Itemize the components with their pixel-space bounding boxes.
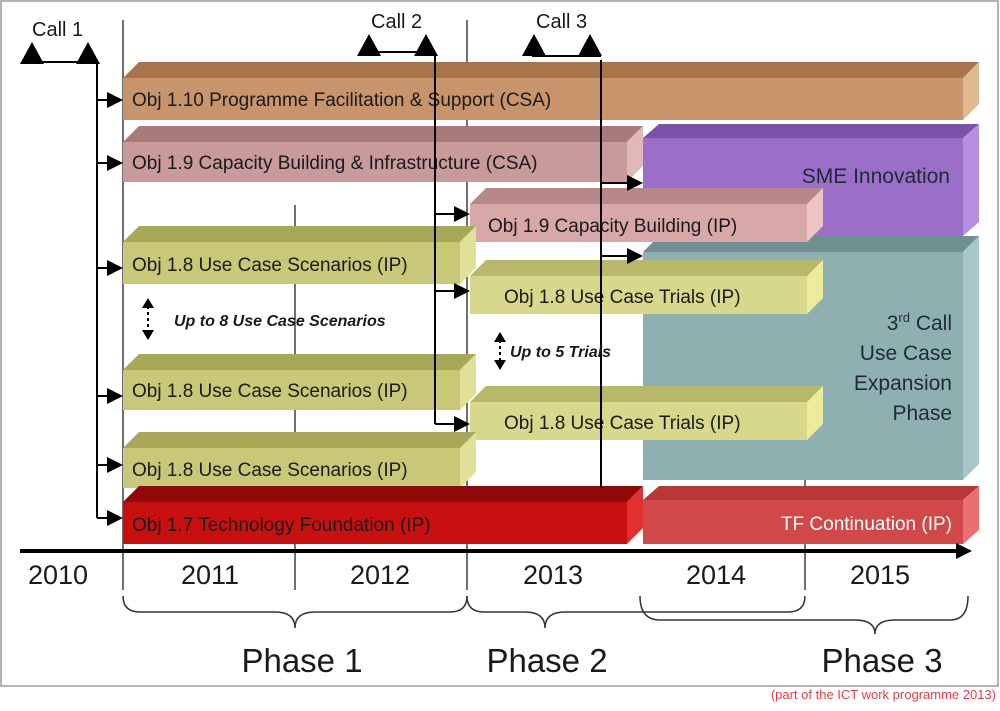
year-label: 2014	[686, 560, 746, 590]
bar-label: Obj 1.8 Use Case Trials (IP)	[504, 413, 741, 434]
expansion-line-3: Expansion	[854, 372, 952, 395]
call-1-marker: Call 1	[20, 19, 100, 64]
time-axis	[20, 543, 972, 559]
frame	[0, 0, 999, 687]
triangle-icon	[578, 34, 602, 56]
bar-label: Obj 1.8 Use Case Scenarios (IP)	[132, 255, 408, 276]
expansion-line-1: 3rd Call	[887, 310, 952, 335]
bar-obj-1-9-csa: Obj 1.9 Capacity Building & Infrastructu…	[123, 126, 643, 182]
bar-trials-2: Obj 1.8 Use Case Trials (IP)	[470, 386, 823, 440]
phase-braces	[122, 595, 969, 635]
bar-label: Obj 1.8 Use Case Scenarios (IP)	[132, 460, 408, 481]
year-label: 2010	[28, 560, 88, 590]
scenarios-note: Up to 8 Use Case Scenarios	[142, 298, 386, 340]
triangle-icon	[522, 34, 546, 56]
bar-label: Obj 1.7 Technology Foundation (IP)	[132, 515, 431, 536]
arrow-right-icon	[956, 543, 972, 559]
expansion-line-4: Phase	[892, 402, 952, 425]
call-1-connectors	[28, 61, 123, 526]
phase-label: Phase 1	[241, 642, 362, 679]
phase-labels: Phase 1 Phase 2 Phase 3	[241, 642, 942, 679]
arrow-down-icon	[142, 330, 154, 340]
bar-obj-1-10: Obj 1.10 Programme Facilitation & Suppor…	[123, 62, 979, 120]
bar-scenarios-2: Obj 1.8 Use Case Scenarios (IP)	[123, 354, 476, 410]
bar-obj-1-9-ip: Obj 1.9 Capacity Building (IP)	[470, 188, 823, 242]
triangle-icon	[20, 42, 44, 64]
sme-innovation-label: SME Innovation	[802, 165, 950, 188]
expansion-line-2: Use Case	[860, 342, 952, 365]
year-label: 2015	[850, 560, 910, 590]
phase-label: Phase 3	[821, 642, 942, 679]
bar-label: Obj 1.8 Use Case Trials (IP)	[504, 287, 741, 308]
arrow-up-icon	[494, 332, 506, 342]
call-3-marker: Call 3	[522, 11, 602, 56]
tf-continuation-block: TF Continuation (IP)	[643, 486, 979, 544]
trials-note-text: Up to 5 Trials	[510, 344, 611, 361]
year-label: 2012	[350, 560, 410, 590]
call-2-label: Call 2	[371, 11, 422, 33]
scenarios-note-text: Up to 8 Use Case Scenarios	[174, 313, 386, 330]
bar-trials-1: Obj 1.8 Use Case Trials (IP)	[470, 260, 823, 314]
bar-obj-1-7: Obj 1.7 Technology Foundation (IP)	[123, 486, 643, 544]
sme-innovation-block: SME Innovation	[643, 124, 979, 236]
arrow-up-icon	[142, 298, 154, 308]
call-1-label: Call 1	[32, 19, 83, 41]
bar-label: Obj 1.8 Use Case Scenarios (IP)	[132, 381, 408, 402]
year-label: 2011	[181, 560, 239, 590]
bar-label: Obj 1.10 Programme Facilitation & Suppor…	[132, 90, 551, 111]
year-labels: 2010 2011 2012 2013 2014 2015	[28, 560, 910, 590]
call-2-marker: Call 2	[357, 11, 438, 56]
triangle-icon	[76, 42, 100, 64]
bar-scenarios-3: Obj 1.8 Use Case Scenarios (IP)	[123, 432, 476, 488]
arrow-down-icon	[494, 360, 506, 370]
phase-label: Phase 2	[486, 642, 607, 679]
year-label: 2013	[523, 560, 583, 590]
bar-label: Obj 1.9 Capacity Building (IP)	[488, 216, 737, 237]
trials-note: Up to 5 Trials	[494, 332, 611, 370]
tf-continuation-label: TF Continuation (IP)	[781, 514, 952, 535]
bar-scenarios-1: Obj 1.8 Use Case Scenarios (IP)	[123, 226, 476, 284]
call-3-label: Call 3	[536, 11, 587, 33]
triangle-icon	[414, 34, 438, 56]
triangle-icon	[357, 34, 381, 56]
bar-label: Obj 1.9 Capacity Building & Infrastructu…	[132, 153, 538, 174]
footer-note: (part of the ICT work programme 2013)	[771, 687, 996, 702]
